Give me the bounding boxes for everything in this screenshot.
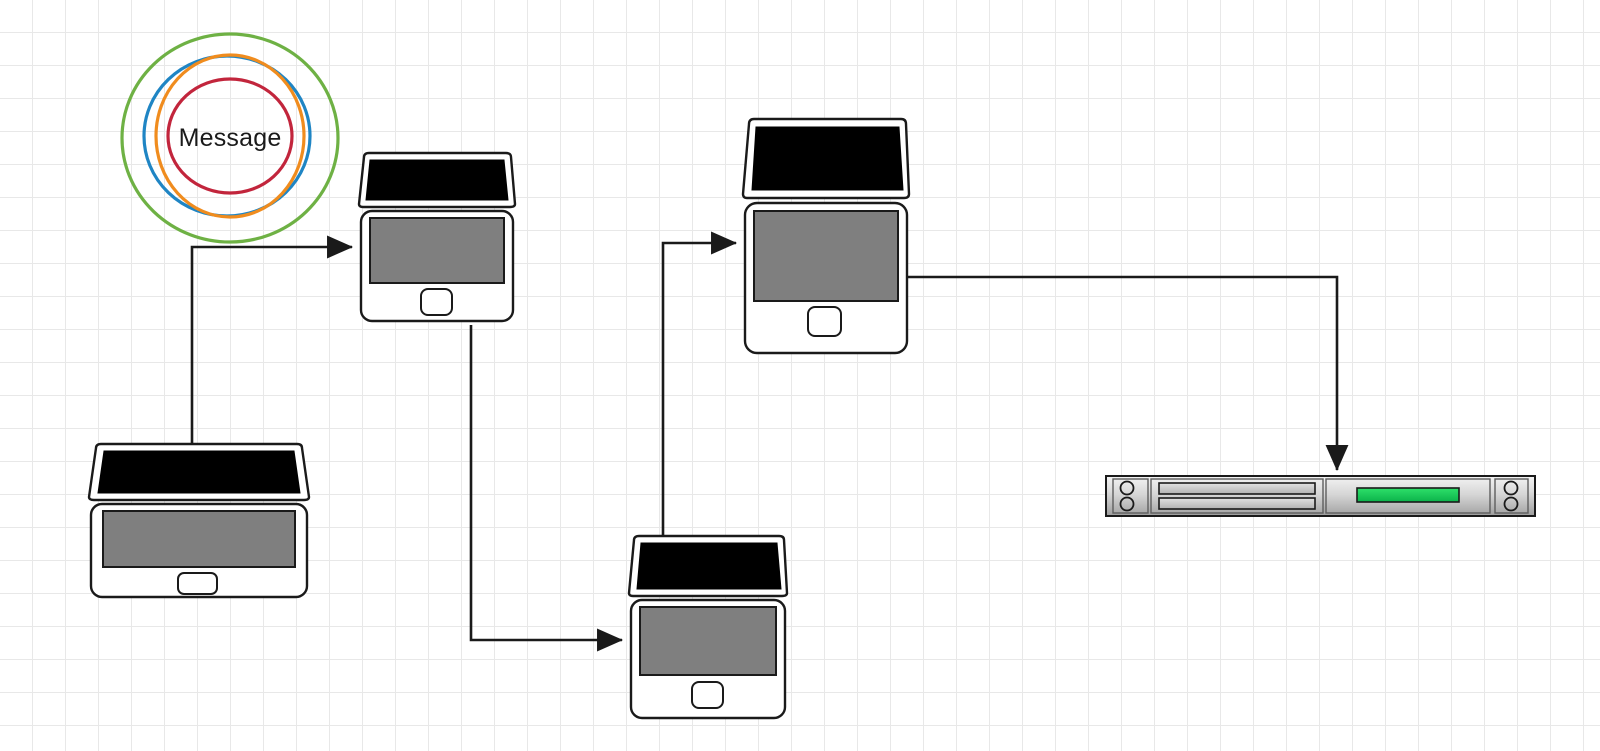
server-vent-circle-icon [1119,496,1135,512]
laptop-screen [636,542,782,590]
laptop-trackpad[interactable] [420,288,453,316]
laptop-trackpad[interactable] [807,306,842,337]
laptop-bottom-left[interactable] [87,442,311,600]
message-node-label: Message [178,123,282,152]
laptop-trackpad[interactable] [691,681,724,709]
rack-server[interactable] [1105,475,1536,517]
laptop-top-right[interactable] [741,117,911,356]
laptop-keyboard [753,210,899,302]
laptop-bottom-center[interactable] [627,534,789,721]
laptop-trackpad[interactable] [177,572,218,595]
server-drive-slot [1158,482,1316,495]
laptop-screen [97,450,301,494]
server-status-led [1356,487,1460,503]
ring-orange-icon [154,53,306,219]
server-right-bay [1494,478,1529,514]
laptop-keyboard [102,510,296,568]
server-vent-circle-icon [1503,496,1519,512]
server-vent-circle-icon [1119,480,1135,496]
laptop-top-left[interactable] [357,151,517,324]
laptop-screen [365,159,509,201]
server-vent-circle-icon [1503,480,1519,496]
message-node[interactable]: Message [120,32,340,244]
inner-ring-red-icon [166,77,294,195]
laptop-keyboard [639,606,777,676]
server-drive-slot [1158,497,1316,510]
message-rings [120,32,340,244]
laptop-keyboard [369,217,505,284]
laptop-screen [751,126,904,191]
server-left-bay [1112,478,1149,514]
outer-ring-green-icon [120,32,340,244]
